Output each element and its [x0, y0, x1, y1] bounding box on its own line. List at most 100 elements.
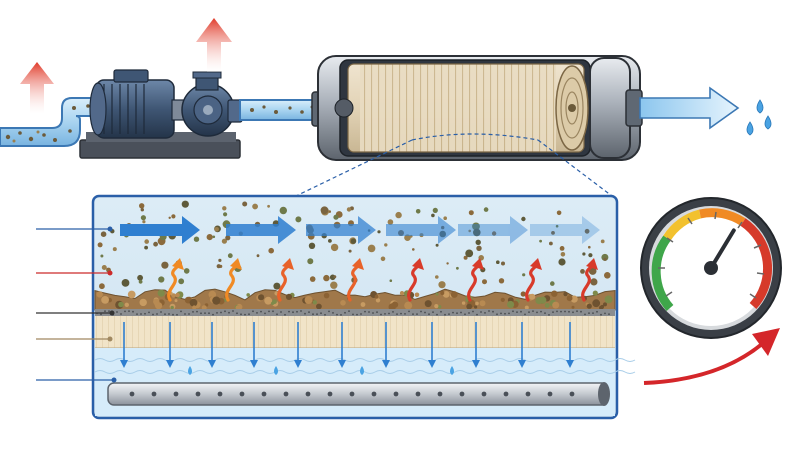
foulant-particle: [395, 211, 402, 219]
foulant-particle: [256, 254, 260, 258]
foulant-particle: [549, 241, 553, 246]
foulant-particle: [212, 235, 216, 239]
pressure-rise-arrow-icon: [196, 18, 232, 72]
heat-arrow: [467, 258, 484, 302]
foulant-particle: [138, 279, 143, 284]
callout-lines: [36, 226, 117, 383]
feed-flow-arrow: [530, 216, 600, 244]
feed-flow-arrow: [306, 216, 376, 244]
foulant-particle: [498, 278, 505, 284]
foulant-particle: [225, 235, 231, 241]
foulant-particle: [560, 252, 566, 257]
pump-icon: [79, 69, 243, 159]
pressure-gauge-icon: [640, 197, 782, 339]
foulant-particle: [227, 253, 233, 259]
foulant-particle: [590, 278, 598, 286]
feed-flow-arrow: [458, 216, 528, 244]
pressure-rise-arrow-icon: [20, 62, 54, 114]
foulant-particle: [350, 238, 357, 244]
foulant-particle: [100, 254, 104, 258]
foulant-particle: [367, 244, 376, 253]
foulant-particle: [222, 206, 227, 211]
foulant-particle: [377, 230, 381, 234]
inlet-pipe: [0, 97, 99, 147]
foulant-particle: [161, 261, 169, 269]
foulant-particle: [456, 266, 459, 270]
water-drops-icon: [188, 366, 454, 375]
foulant-particle: [431, 213, 435, 218]
foulant-particle: [323, 274, 330, 282]
foulant-particle: [404, 234, 411, 241]
membrane-module-icon: [311, 55, 643, 161]
foulant-particle: [432, 207, 438, 213]
foulant-particle: [181, 200, 189, 208]
permeate-zone: [95, 348, 615, 416]
foulant-particle: [279, 206, 287, 215]
permeate-arrow: [338, 322, 346, 368]
permeate-arrow: [208, 322, 216, 368]
heat-arrow: [347, 258, 364, 302]
permeate-arrow: [518, 322, 526, 368]
foulant-particle: [559, 246, 565, 251]
foulant-particle: [295, 216, 302, 223]
foulant-particle: [121, 279, 130, 287]
permeate-arrow: [120, 322, 128, 368]
foulant-particle: [140, 208, 144, 212]
foulant-particle: [558, 258, 566, 266]
foulant-particle: [501, 261, 505, 266]
foulant-particle: [604, 272, 611, 279]
foulant-particle: [320, 206, 329, 215]
heat-arrow: [167, 258, 184, 302]
foulant-particle: [415, 209, 421, 214]
heat-arrow: [407, 258, 424, 302]
foulant-particle: [308, 242, 316, 249]
foulant-particle: [473, 228, 481, 237]
permeate-outlet-arrow: [639, 86, 740, 130]
membrane-layer: [95, 316, 615, 348]
foulant-particle: [556, 210, 562, 216]
feed-flow-arrow: [386, 216, 456, 244]
foulant-particle: [348, 249, 352, 253]
detail-panel: [91, 194, 636, 420]
foulant-particle: [491, 231, 497, 236]
heat-arrow: [581, 258, 598, 302]
foulant-particle: [438, 281, 446, 289]
foulant-particle: [273, 282, 281, 290]
foulant-particle: [435, 275, 439, 279]
permeate-arrow: [294, 322, 302, 368]
foulant-particle: [328, 210, 332, 213]
foulant-particle: [183, 268, 190, 274]
zoom-callout: [295, 133, 613, 197]
foulant-particle: [333, 214, 339, 220]
foulant-particle: [178, 278, 185, 285]
foulant-particle: [309, 276, 316, 282]
foulant-particle: [346, 207, 352, 212]
foulant-particle: [137, 274, 144, 281]
foulant-particle: [100, 231, 107, 237]
heat-arrow: [277, 258, 294, 302]
foulant-particle: [555, 224, 559, 228]
feed-flow-arrow: [226, 216, 296, 244]
foulant-particle: [139, 203, 145, 209]
foulant-particle: [443, 216, 448, 220]
foulant-particle: [97, 242, 103, 248]
foulant-particle: [328, 239, 332, 243]
foulant-particle: [380, 256, 386, 262]
foulant-particle: [384, 243, 388, 247]
feed-flow-arrow: [120, 216, 200, 244]
foulant-particle: [412, 248, 415, 251]
permeate-arrow: [472, 322, 480, 368]
foulant-particle: [539, 239, 542, 243]
foulant-particle: [333, 275, 337, 279]
foulant-particle: [582, 252, 586, 256]
permeate-arrow: [566, 322, 574, 368]
foulant-particle: [550, 281, 555, 286]
foulant-particle: [580, 269, 585, 274]
foulant-particle: [468, 210, 474, 216]
foulant-particle: [389, 279, 393, 283]
permeate-collector-tube: [107, 382, 610, 406]
foulant-particle: [472, 222, 480, 231]
foulant-particle: [144, 245, 149, 250]
foulant-particle: [475, 239, 481, 245]
